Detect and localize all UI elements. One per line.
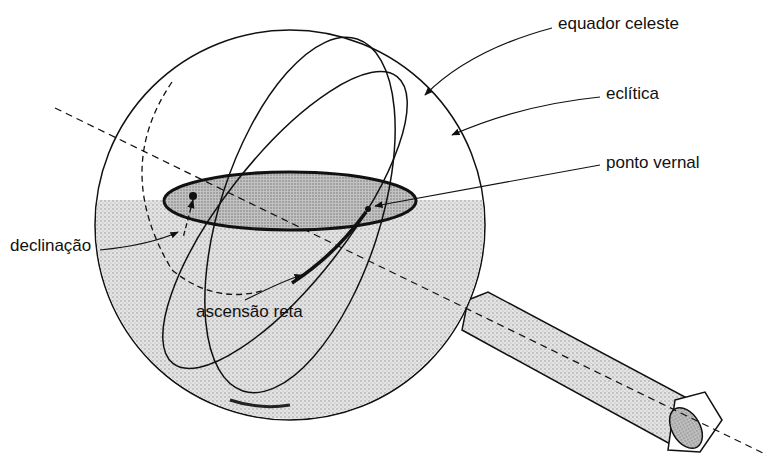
horizon-plane	[164, 172, 416, 230]
label-text: ascensão reta	[196, 302, 303, 322]
sphere-lower-half	[96, 200, 484, 419]
ecliptic	[167, 14, 434, 415]
label-text: eclítica	[606, 84, 659, 104]
vernal-point	[365, 206, 371, 212]
celestial-equator	[124, 38, 446, 401]
star-point	[189, 192, 197, 200]
telescope-handle	[462, 292, 722, 454]
axis-line	[55, 108, 767, 455]
reflection	[230, 400, 290, 407]
label-text: equador celeste	[558, 14, 679, 34]
declination-arrow	[183, 200, 193, 238]
label-text: declinação	[10, 236, 91, 256]
label-text: ponto vernal	[606, 153, 700, 173]
right-ascension-arc	[292, 212, 366, 283]
declination-arc	[142, 82, 265, 295]
leader-lines	[100, 28, 600, 300]
sphere-outline	[95, 30, 485, 420]
